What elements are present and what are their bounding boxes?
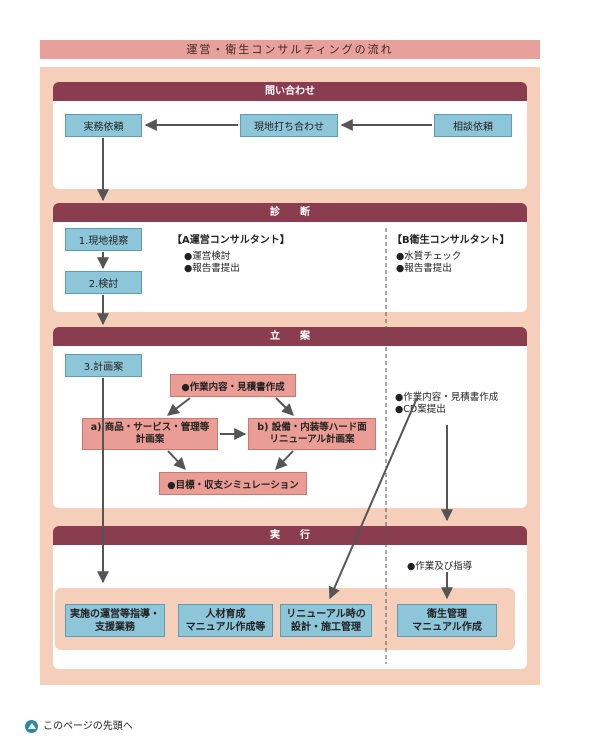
back-to-top-link[interactable]: このページの先頭へ — [43, 721, 133, 732]
b-work-estimate-item: ●作業内容・見積書作成 — [395, 392, 499, 403]
guidance-text: ●作業及び指導 — [407, 561, 473, 572]
execution-header: 実 行 — [53, 526, 527, 545]
training-manual-box: 人材育成 マニュアル作成等 — [178, 604, 273, 637]
consultant-b-title: 【B衛生コンサルタント】 — [392, 235, 510, 246]
hygiene-manual-box: 衛生管理 マニュアル作成 — [397, 604, 497, 637]
page-title: 運営・衛生コンサルティングの流れ — [40, 40, 540, 59]
inquiry-header: 問い合わせ — [53, 82, 527, 101]
consultant-a-title: 【A運営コンサルタント】 — [172, 235, 290, 246]
consultant-b-item: ●報告書提出 — [396, 263, 452, 274]
plan-a-box: a) 商品・サービス・管理等 計画案 — [82, 418, 218, 450]
site-meeting-box: 現地打ち合わせ — [240, 114, 338, 137]
operation-support-box: 実施の運営等指導・ 支援業務 — [65, 604, 165, 637]
work-estimate-box: ●作業内容・見積書作成 — [170, 374, 296, 397]
renewal-management-box: リニューアル時の 設計・施工管理 — [280, 604, 372, 637]
planning-header: 立 案 — [53, 327, 527, 346]
step-review: 2.検討 — [65, 271, 142, 294]
up-arrow-circle-icon[interactable] — [25, 720, 38, 733]
consultant-b-item: ●水質チェック — [396, 251, 462, 262]
consultant-a-item: ●報告書提出 — [184, 263, 240, 274]
step-plan-draft: 3.計画案 — [65, 354, 142, 377]
b-cd-draft-item: ●CD案提出 — [395, 404, 446, 415]
step-site-inspection: 1.現地視察 — [65, 228, 142, 251]
consult-request-box: 相談依頼 — [434, 114, 512, 137]
diagnosis-header: 診 断 — [53, 203, 527, 222]
plan-b-box: b) 設備・内装等ハード面 リニューアル計画案 — [248, 418, 376, 450]
simulation-box: ●目標・収支シミュレーション — [159, 472, 307, 495]
consultant-a-item: ●運営検討 — [184, 251, 231, 262]
work-request-box: 実務依頼 — [65, 114, 142, 137]
